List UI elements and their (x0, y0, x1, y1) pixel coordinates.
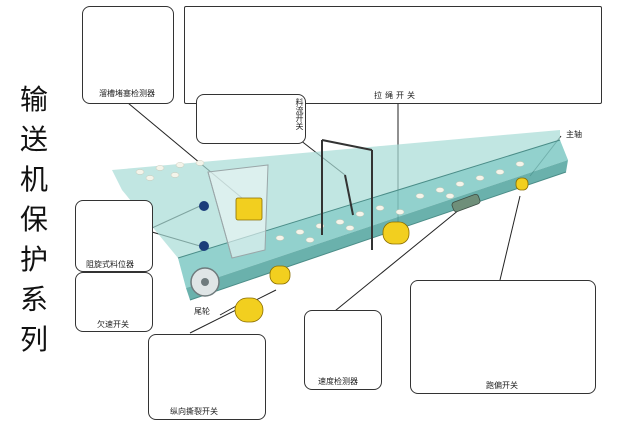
pull-cord-frame (321, 139, 373, 250)
chute-blockage-label: 溜槽堵塞检测器 (99, 89, 155, 98)
speed-detector-box (304, 310, 382, 390)
title-char-5: 护 (19, 243, 48, 276)
underspeed-box (75, 272, 153, 332)
rotary-level-label: 阻旋式料位器 (86, 260, 134, 269)
tail-pulley (190, 267, 220, 297)
pull-cord-label: 拉绳开关 (374, 91, 418, 100)
tear-switch-box (148, 334, 266, 420)
deviation-label: 跑偏开关 (486, 381, 518, 390)
vertical-title: 输 送 机 保 护 系 列 (14, 82, 54, 358)
deviation-box (410, 280, 596, 394)
material-flow-box (196, 94, 306, 144)
conveyor-belt (112, 130, 568, 301)
title-char-2: 送 (19, 123, 48, 156)
pull-cord-box (184, 6, 602, 104)
title-char-7: 列 (19, 323, 48, 356)
rotary-level-box (75, 200, 153, 272)
title-char-6: 系 (19, 283, 48, 316)
level-sensors (199, 201, 209, 251)
chute-blockage-box (82, 6, 174, 104)
title-char-4: 保 (19, 203, 48, 236)
title-char-1: 输 (19, 83, 48, 116)
material-flow-label: 料流开关 (295, 98, 304, 130)
tear-switch-label: 纵向撕裂开关 (170, 407, 218, 416)
speed-detector-label: 速度检测器 (318, 377, 358, 386)
underspeed-label: 欠速开关 (97, 320, 129, 329)
title-char-3: 机 (19, 163, 48, 196)
speed-sensor-on-belt (451, 193, 481, 213)
main-shaft-label: 主轴 (566, 130, 582, 139)
tail-wheel-label: 尾轮 (194, 307, 210, 316)
conveyor-devices (234, 177, 529, 323)
